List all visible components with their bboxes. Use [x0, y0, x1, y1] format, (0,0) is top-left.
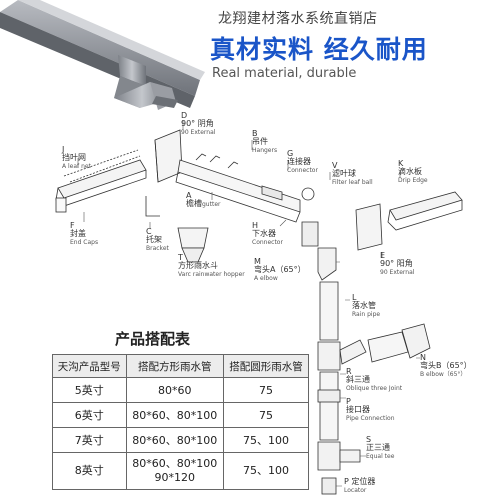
table-row: 7英寸 80*60、80*100 75、100	[52, 427, 309, 453]
subheadline: Real material, durable	[212, 66, 357, 81]
header-round-pipe: 搭配圆形雨水管	[223, 354, 309, 378]
cell-round: 75、100	[223, 427, 309, 453]
cell-model: 5英寸	[52, 377, 127, 403]
cell-round: 75	[223, 377, 309, 403]
table-row: 6英寸 80*60、80*100 75	[52, 402, 309, 428]
cell-square: 80*60、80*100 90*120	[125, 452, 225, 490]
store-name: 龙翔建材落水系统直销店	[218, 11, 378, 27]
header-square-pipe: 搭配方形雨水管	[125, 354, 225, 378]
cell-model: 8英寸	[52, 452, 127, 490]
table-header-row: 天沟产品型号 搭配方形雨水管 搭配圆形雨水管	[52, 354, 309, 378]
table-row: 5英寸 80*60 75	[52, 377, 309, 403]
headline: 真材实料 经久耐用	[210, 35, 428, 64]
table-row: 8英寸 80*60、80*100 90*120 75、100	[52, 452, 309, 490]
product-matching-table: 天沟产品型号 搭配方形雨水管 搭配圆形雨水管 5英寸 80*60 75 6英寸 …	[52, 354, 309, 490]
header-model: 天沟产品型号	[52, 354, 127, 378]
cell-round: 75	[223, 402, 309, 428]
table-title: 产品搭配表	[115, 330, 191, 348]
cell-model: 6英寸	[52, 402, 127, 428]
cell-square: 80*60	[125, 377, 225, 403]
cell-round: 75、100	[223, 452, 309, 490]
cell-model: 7英寸	[52, 427, 127, 453]
cell-square: 80*60、80*100	[125, 427, 225, 453]
cell-square: 80*60、80*100	[125, 402, 225, 428]
